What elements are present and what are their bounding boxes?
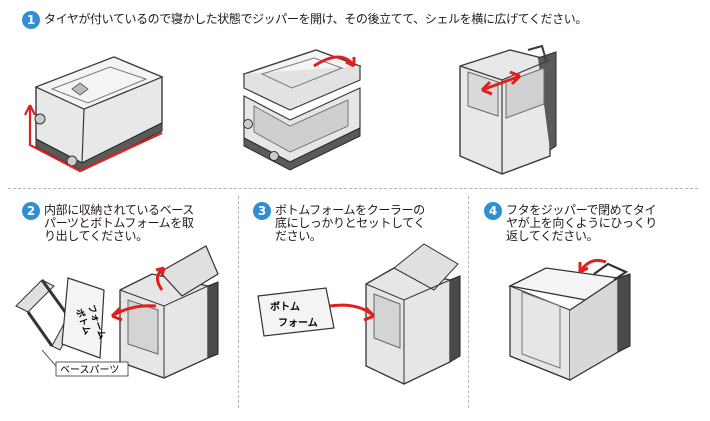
step-2-illustration: ボトム フォーム ベースパーツ	[15, 245, 219, 379]
bottom-form-label-line1: ボトム	[270, 300, 300, 313]
bottom-form-label-line2: フォーム	[278, 317, 318, 329]
step-1-badge: 1	[22, 11, 40, 29]
step-2-instruction: 内部に収納されているベース パーツとボトムフォームを取 り出してください。	[44, 203, 194, 243]
section-divider-vertical-1	[238, 196, 239, 408]
step-1-illustration-opening	[242, 49, 362, 171]
step-4-illustration	[507, 258, 631, 381]
step-3-illustration: ボトム フォーム	[257, 243, 461, 385]
section-divider-horizontal	[8, 188, 698, 189]
step-3-badge: 3	[253, 202, 271, 220]
step-1-instruction: タイヤが付いているので寝かした状態でジッパーを開け、その後立てて、シェルを横に広…	[44, 12, 587, 26]
base-parts-label: ベースパーツ	[60, 364, 119, 376]
step-4-instruction: フタをジッパーで閉めてタイ ヤが上を向くようにひっくり 返してください。	[506, 203, 657, 243]
step-1-illustration-spread	[459, 44, 557, 175]
section-divider-vertical-2	[468, 196, 469, 408]
step-2-badge: 2	[22, 202, 40, 220]
step-4-badge: 4	[484, 202, 502, 220]
step-1-illustration-closed-case	[24, 56, 164, 173]
base-parts-frame	[15, 279, 77, 351]
step-3-instruction: ボトムフォームをクーラーの 底にしっかりとセットしてく ださい。	[275, 203, 426, 243]
